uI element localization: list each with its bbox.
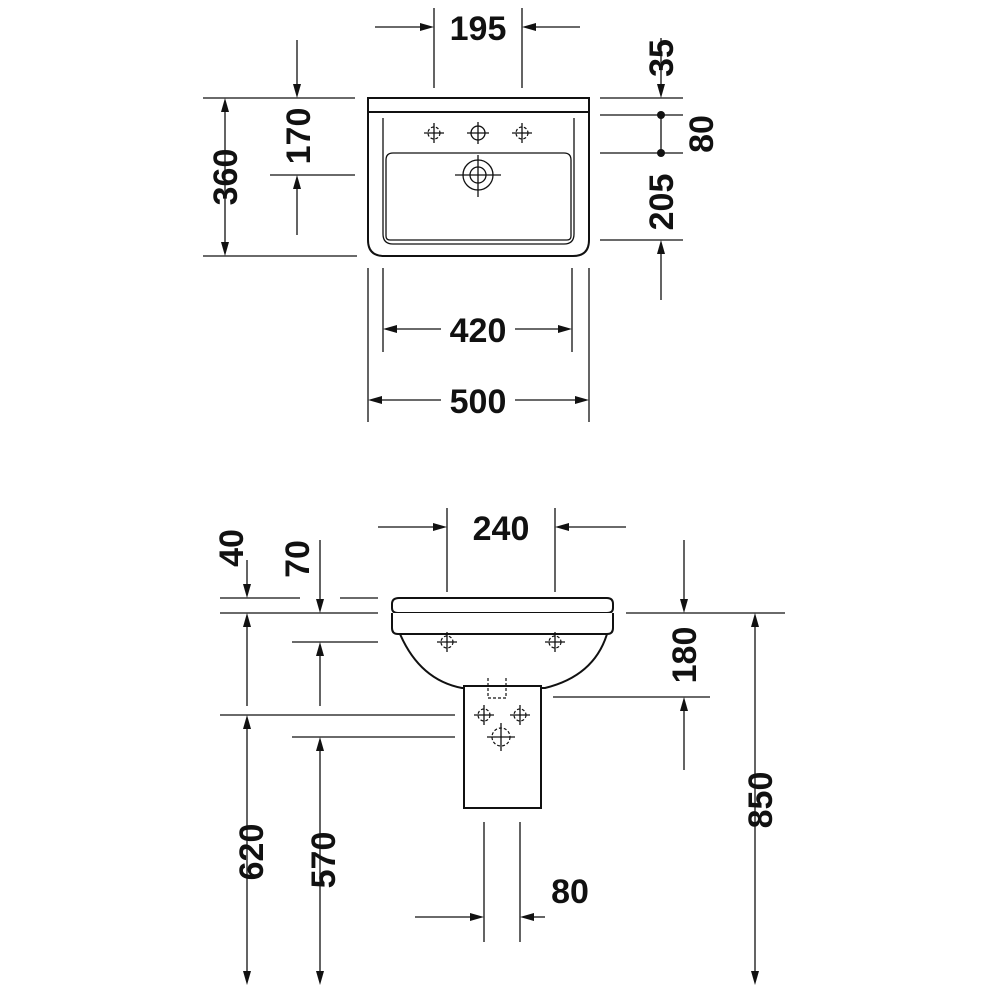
- dim-195-label: 195: [450, 10, 507, 48]
- dim-35-label: 35: [643, 39, 681, 77]
- dim-850-label: 850: [742, 772, 780, 829]
- basin-bowl: [385, 152, 572, 241]
- tap-hole-left-icon: [424, 123, 444, 143]
- dim-40-label: 40: [213, 529, 251, 567]
- basin-rim-side: [391, 597, 614, 614]
- basin-back-rim: [367, 97, 590, 113]
- dim-70-label: 70: [279, 540, 317, 578]
- dim-240-label: 240: [473, 510, 530, 548]
- dim-570-label: 570: [305, 832, 343, 889]
- dim-80-top-label: 80: [683, 115, 721, 153]
- side-view-basin: [391, 597, 614, 809]
- dim-180-label: 180: [666, 627, 704, 684]
- dim-205-label: 205: [643, 174, 681, 231]
- top-view-basin: [367, 97, 590, 257]
- dim-500-label: 500: [450, 383, 507, 421]
- dim-360-label: 360: [207, 149, 245, 206]
- pedestal-body: [463, 685, 542, 809]
- dim-170-label: 170: [280, 108, 318, 165]
- tap-hole-center-icon: [467, 122, 489, 144]
- dim-620-label: 620: [233, 824, 271, 881]
- top-view-dimensions: 195 360 170 35 80 205: [203, 8, 721, 422]
- waste-pipe-hidden: [487, 678, 507, 699]
- tap-hole-right-icon: [512, 123, 532, 143]
- bracket-hole-left-icon: [437, 632, 457, 652]
- supply-hole-left-icon: [474, 705, 494, 725]
- basin-inner-rim: [382, 118, 575, 245]
- bracket-hole-right-icon: [545, 632, 565, 652]
- waste-outlet-icon: [487, 723, 515, 751]
- side-view-dimensions: 240 40 70 620 570: [213, 508, 785, 985]
- dim-420-label: 420: [450, 312, 507, 350]
- basin-bowl-side: [399, 633, 608, 689]
- basin-outline: [367, 112, 590, 257]
- basin-rim-band: [391, 613, 614, 635]
- dim-80-bottom-label: 80: [551, 873, 589, 911]
- supply-hole-right-icon: [510, 705, 530, 725]
